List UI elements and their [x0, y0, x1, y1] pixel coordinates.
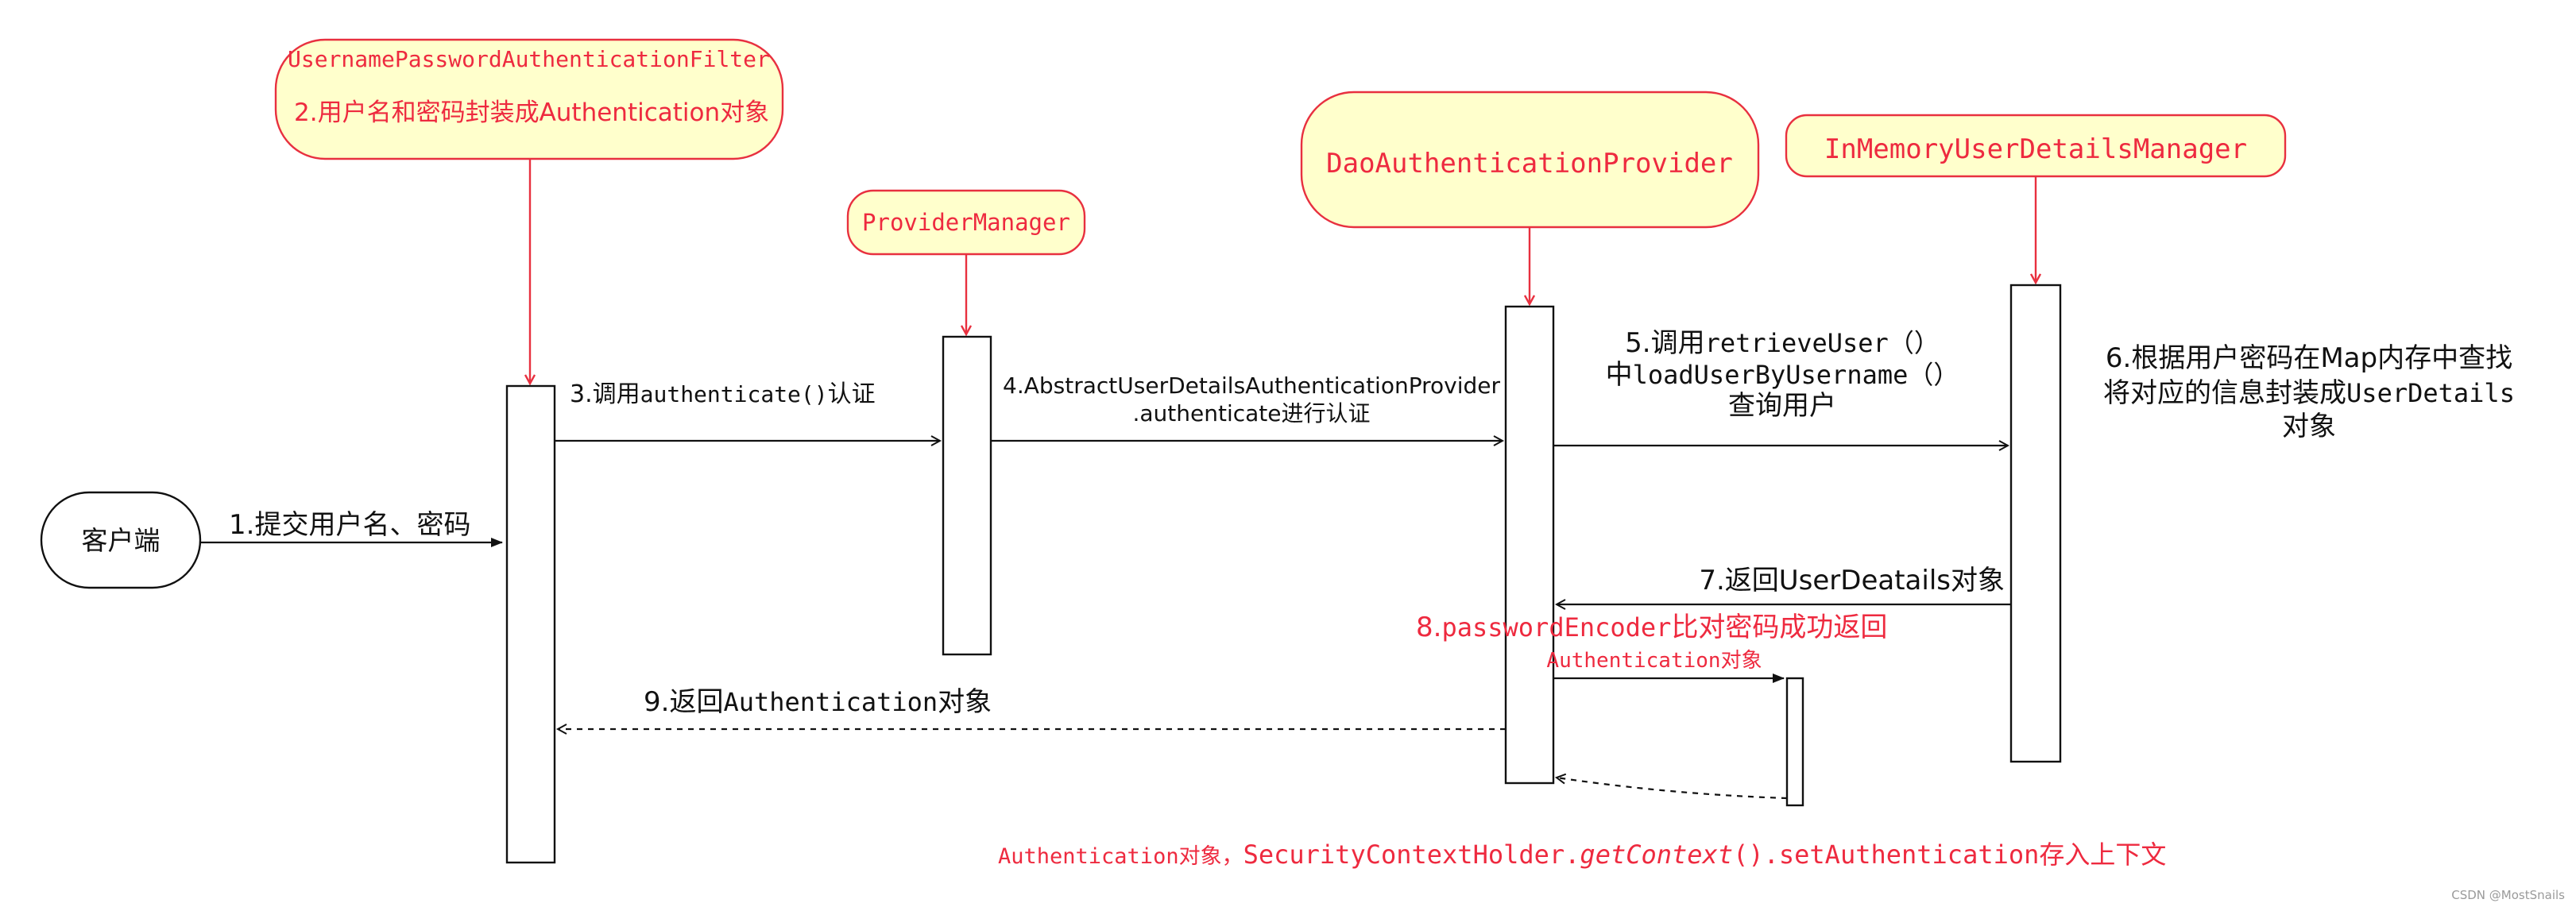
- provider-manager-title: ProviderManager: [862, 209, 1070, 236]
- message-5-label-line3: 查询用户: [1728, 390, 1836, 422]
- message-8-label-line2: Authentication对象: [1546, 649, 1762, 673]
- message-9-label: 9.返回Authentication对象: [644, 686, 992, 718]
- message-4-label-line2: .authenticate进行认证: [1132, 400, 1370, 426]
- message-7-label: 7.返回UserDeatails对象: [1699, 565, 2005, 596]
- message-8-label-line1: 8.passwordEncoder比对密码成功返回: [1416, 612, 1887, 643]
- participant-provider-manager: ProviderManager: [846, 189, 1086, 256]
- password-encoder-activation-bar: [1785, 677, 1804, 807]
- participant-user-details-manager: InMemoryUserDetailsManager: [1785, 114, 2287, 178]
- message-8-return-arrow: [1557, 778, 1788, 800]
- message-5-label-line2: 中loadUserByUsername（）: [1606, 359, 1959, 391]
- client-label: 客户端: [82, 525, 161, 556]
- watermark: CSDN @MostSnails: [2451, 888, 2565, 902]
- message-5-label-line1: 5.调用retrieveUser（）: [1625, 327, 1940, 359]
- participant-filter: UsernamePasswordAuthenticationFilter 2.用…: [274, 38, 784, 160]
- message-6-label-line3: 对象: [2282, 411, 2336, 442]
- message-3-label: 3.调用authenticate()认证: [570, 380, 876, 408]
- filter-note: 2.用户名和密码封装成Authentication对象: [294, 98, 769, 127]
- dao-provider-activation-bar: [1504, 305, 1555, 785]
- user-details-manager-activation-bar: [2009, 284, 2062, 763]
- participant-client: 客户端: [40, 491, 202, 589]
- filter-activation-bar: [505, 384, 556, 864]
- message-4-label-line1: 4.AbstractUserDetailsAuthenticationProvi…: [1003, 372, 1500, 399]
- message-6-label-line1: 6.根据用户密码在Map内存中查找: [2106, 342, 2512, 374]
- participant-dao-provider: DaoAuthenticationProvider: [1300, 91, 1760, 229]
- bottom-note: Authentication对象，SecurityContextHolder.g…: [998, 839, 2166, 870]
- message-1-label: 1.提交用户名、密码: [229, 509, 470, 541]
- filter-title: UsernamePasswordAuthenticationFilter: [288, 46, 770, 72]
- message-6-label-line2: 将对应的信息封装成UserDetails: [2103, 377, 2515, 409]
- dao-provider-title: DaoAuthenticationProvider: [1326, 148, 1733, 179]
- provider-manager-activation-bar: [942, 335, 992, 656]
- user-details-manager-title: InMemoryUserDetailsManager: [1824, 133, 2247, 165]
